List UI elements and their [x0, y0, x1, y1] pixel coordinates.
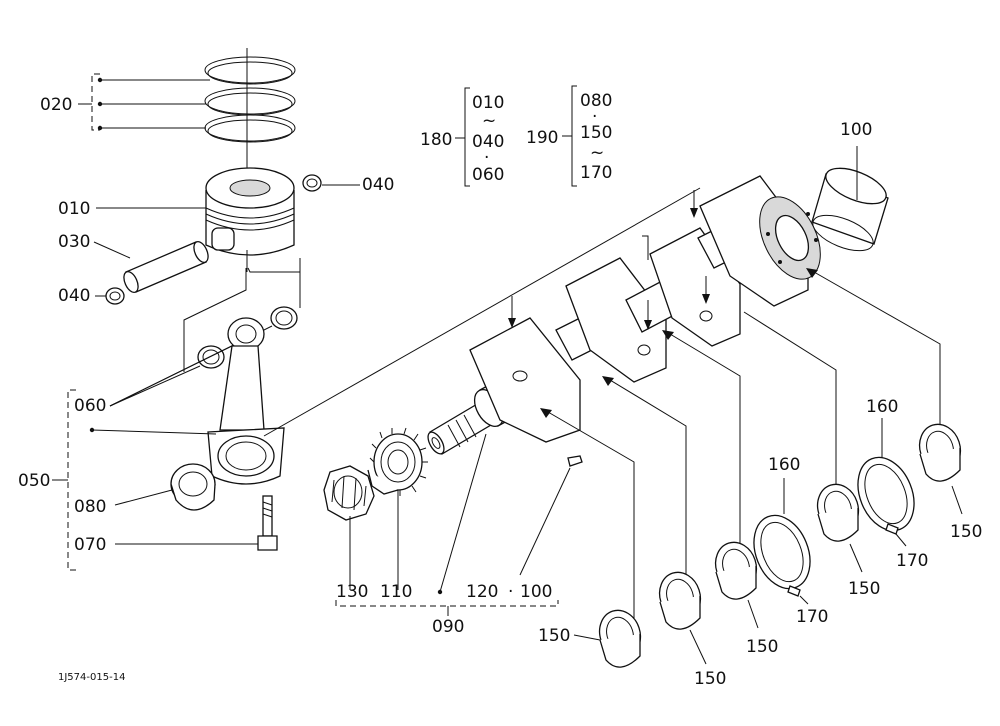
label-070: 070	[74, 535, 106, 555]
label-010: 010	[58, 199, 90, 219]
label-150-2: 150	[694, 669, 726, 689]
main-bearing-2	[658, 571, 702, 630]
label-110: 110	[380, 582, 412, 602]
crankshaft	[427, 175, 821, 455]
main-bearing-4	[816, 483, 860, 542]
label-020: 020	[40, 95, 72, 115]
main-bearing-5	[918, 423, 962, 482]
woodruff-key	[567, 455, 583, 467]
label-160-front: 160	[768, 455, 800, 475]
label-090: 090	[432, 617, 464, 637]
snap-ring-lower	[105, 287, 125, 305]
label-150-4: 150	[848, 579, 880, 599]
bracket-020	[78, 73, 210, 131]
oil-hole-markers	[508, 190, 710, 330]
label-050: 050	[18, 471, 50, 491]
rear-seal-ring	[811, 146, 889, 252]
label-040-lower: 040	[58, 286, 90, 306]
crank-gear	[367, 427, 428, 496]
piston-rings	[204, 48, 296, 180]
connecting-rod	[207, 317, 285, 485]
label-060: 060	[74, 396, 106, 416]
label-170-front: 170	[796, 607, 828, 627]
main-bearing-3	[714, 541, 758, 600]
oil-pump-gear	[323, 465, 375, 521]
label-130: 130	[336, 582, 368, 602]
svg-text:080: 080	[580, 91, 612, 111]
svg-text:·: ·	[592, 107, 597, 127]
main-bearing-1	[598, 609, 642, 668]
svg-text:060: 060	[472, 165, 504, 185]
label-150-1: 150	[538, 626, 570, 646]
label-080: 080	[74, 497, 106, 517]
label-100-ring: 100	[840, 120, 872, 140]
svg-text:170: 170	[580, 163, 612, 183]
rod-bolt	[257, 495, 278, 551]
snap-ring-upper	[302, 174, 322, 192]
svg-text:010: 010	[472, 93, 504, 113]
svg-text:·: ·	[508, 582, 513, 602]
label-180: 180	[420, 130, 452, 150]
svg-text:~: ~	[590, 143, 604, 163]
thrust-washer-rear	[857, 456, 915, 535]
legend-180: 180 010 ~ 040 · 060	[420, 87, 504, 187]
label-100-key: 100	[520, 582, 552, 602]
svg-text:~: ~	[482, 111, 496, 131]
label-190: 190	[526, 128, 558, 148]
label-120: 120	[466, 582, 498, 602]
piston	[205, 167, 301, 273]
legend-190: 190 080 · 150 ~ 170	[526, 85, 612, 187]
big-end-bearing	[170, 463, 216, 511]
svg-text:·: ·	[484, 148, 489, 168]
svg-text:150: 150	[580, 123, 612, 143]
svg-text:040: 040	[472, 132, 504, 152]
figure-code: 1J574-015-14	[58, 672, 125, 683]
small-end-bushing-right	[270, 306, 298, 330]
label-040-upper: 040	[362, 175, 394, 195]
piston-pin	[123, 241, 209, 293]
label-170-rear: 170	[896, 551, 928, 571]
small-end-bushing-left	[197, 345, 225, 369]
thrust-washer-front	[753, 514, 811, 597]
label-030: 030	[58, 232, 90, 252]
label-150-3: 150	[746, 637, 778, 657]
label-160-rear: 160	[866, 397, 898, 417]
label-150-5: 150	[950, 522, 982, 542]
